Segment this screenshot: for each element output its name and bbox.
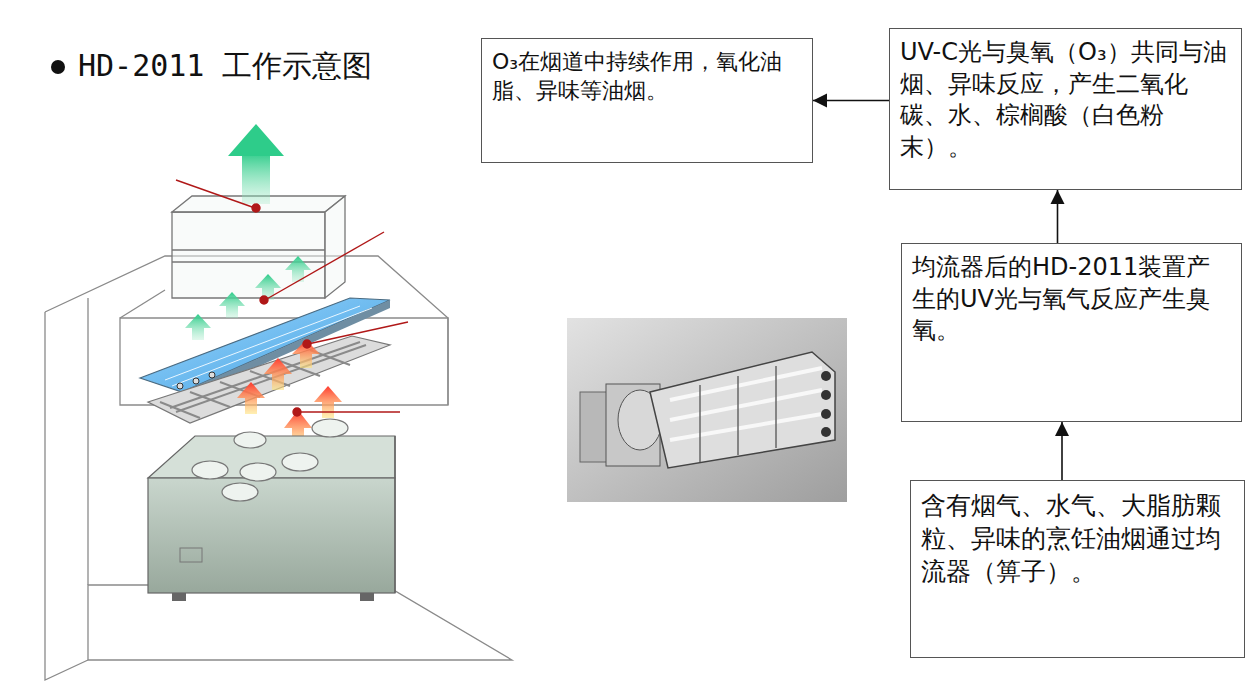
device-photo	[567, 318, 847, 502]
exhaust-arrow	[228, 124, 284, 204]
duct-box	[172, 196, 345, 298]
process-box: O₃在烟道中持续作用，氧化油脂、异味等油烟。	[481, 38, 813, 163]
flow-arrow	[1061, 422, 1063, 480]
box-text: 均流器后的HD-2011装置产生的UV光与氧气反应产生臭氧。	[912, 252, 1231, 347]
leader-lines	[176, 180, 408, 416]
box-text: O₃在烟道中持续作用，氧化油脂、异味等油烟。	[492, 47, 802, 105]
box-text: 含有烟气、水气、大脂肪颗粒、异味的烹饪油烟通过均流器（箅子）。	[921, 489, 1234, 588]
process-box: 均流器后的HD-2011装置产生的UV光与氧气反应产生臭氧。	[901, 243, 1242, 422]
bullet	[51, 60, 65, 74]
diagram-title: HD-2011 工作示意图	[78, 46, 373, 87]
cabinet-outline	[45, 256, 512, 680]
process-box: 含有烟气、水气、大脂肪颗粒、异味的烹饪油烟通过均流器（箅子）。	[910, 480, 1245, 658]
stove	[148, 419, 395, 601]
flow-arrow	[813, 100, 889, 102]
flow-grate	[148, 336, 390, 423]
box-text: UV-C光与臭氧（O₃）共同与油烟、异味反应，产生二氧化碳、水、棕榈酸（白色粉末…	[900, 37, 1231, 164]
flow-arrow	[1057, 190, 1059, 243]
process-box: UV-C光与臭氧（O₃）共同与油烟、异味反应，产生二氧化碳、水、棕榈酸（白色粉末…	[889, 28, 1242, 190]
